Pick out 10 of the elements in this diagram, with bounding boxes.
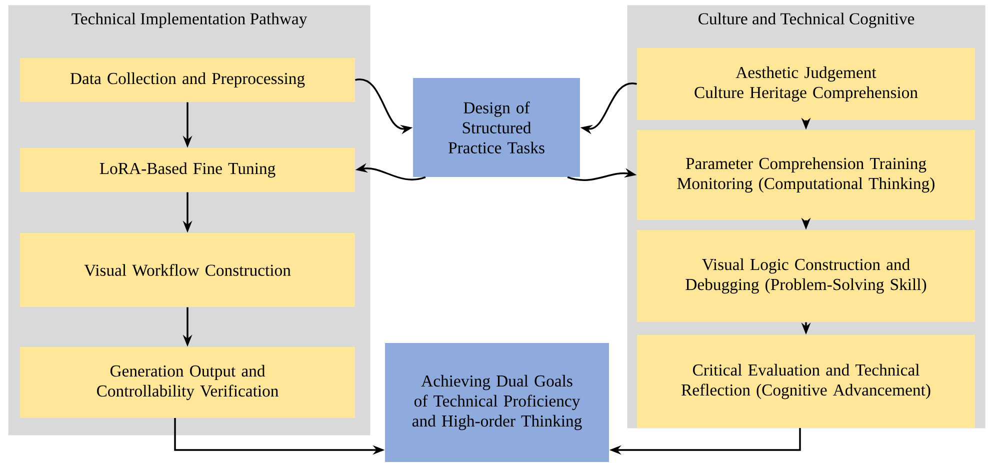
step-box: Aesthetic Judgement Culture Heritage Comprehension	[637, 48, 975, 120]
step-box: LoRA-Based Fine Tuning	[20, 148, 355, 192]
step-box: Critical Evaluation and Technical Reflection (Cognitive Advancement)	[637, 334, 975, 428]
step-box: Generation Output and Controllability Verification	[20, 347, 355, 418]
step-box: Visual Workflow Construction	[20, 233, 355, 307]
step-box: Data Collection and Preprocessing	[20, 58, 355, 102]
step-box: Visual Logic Construction and Debugging (Problem-Solving Skill)	[637, 230, 975, 322]
goal-box: Achieving Dual Goals of Technical Proficiency and High-order Thinking	[385, 343, 609, 462]
goal-box: Design of Structured Practice Tasks	[413, 78, 580, 177]
step-box: Parameter Comprehension Training Monitoring (Computational Thinking)	[637, 130, 975, 220]
